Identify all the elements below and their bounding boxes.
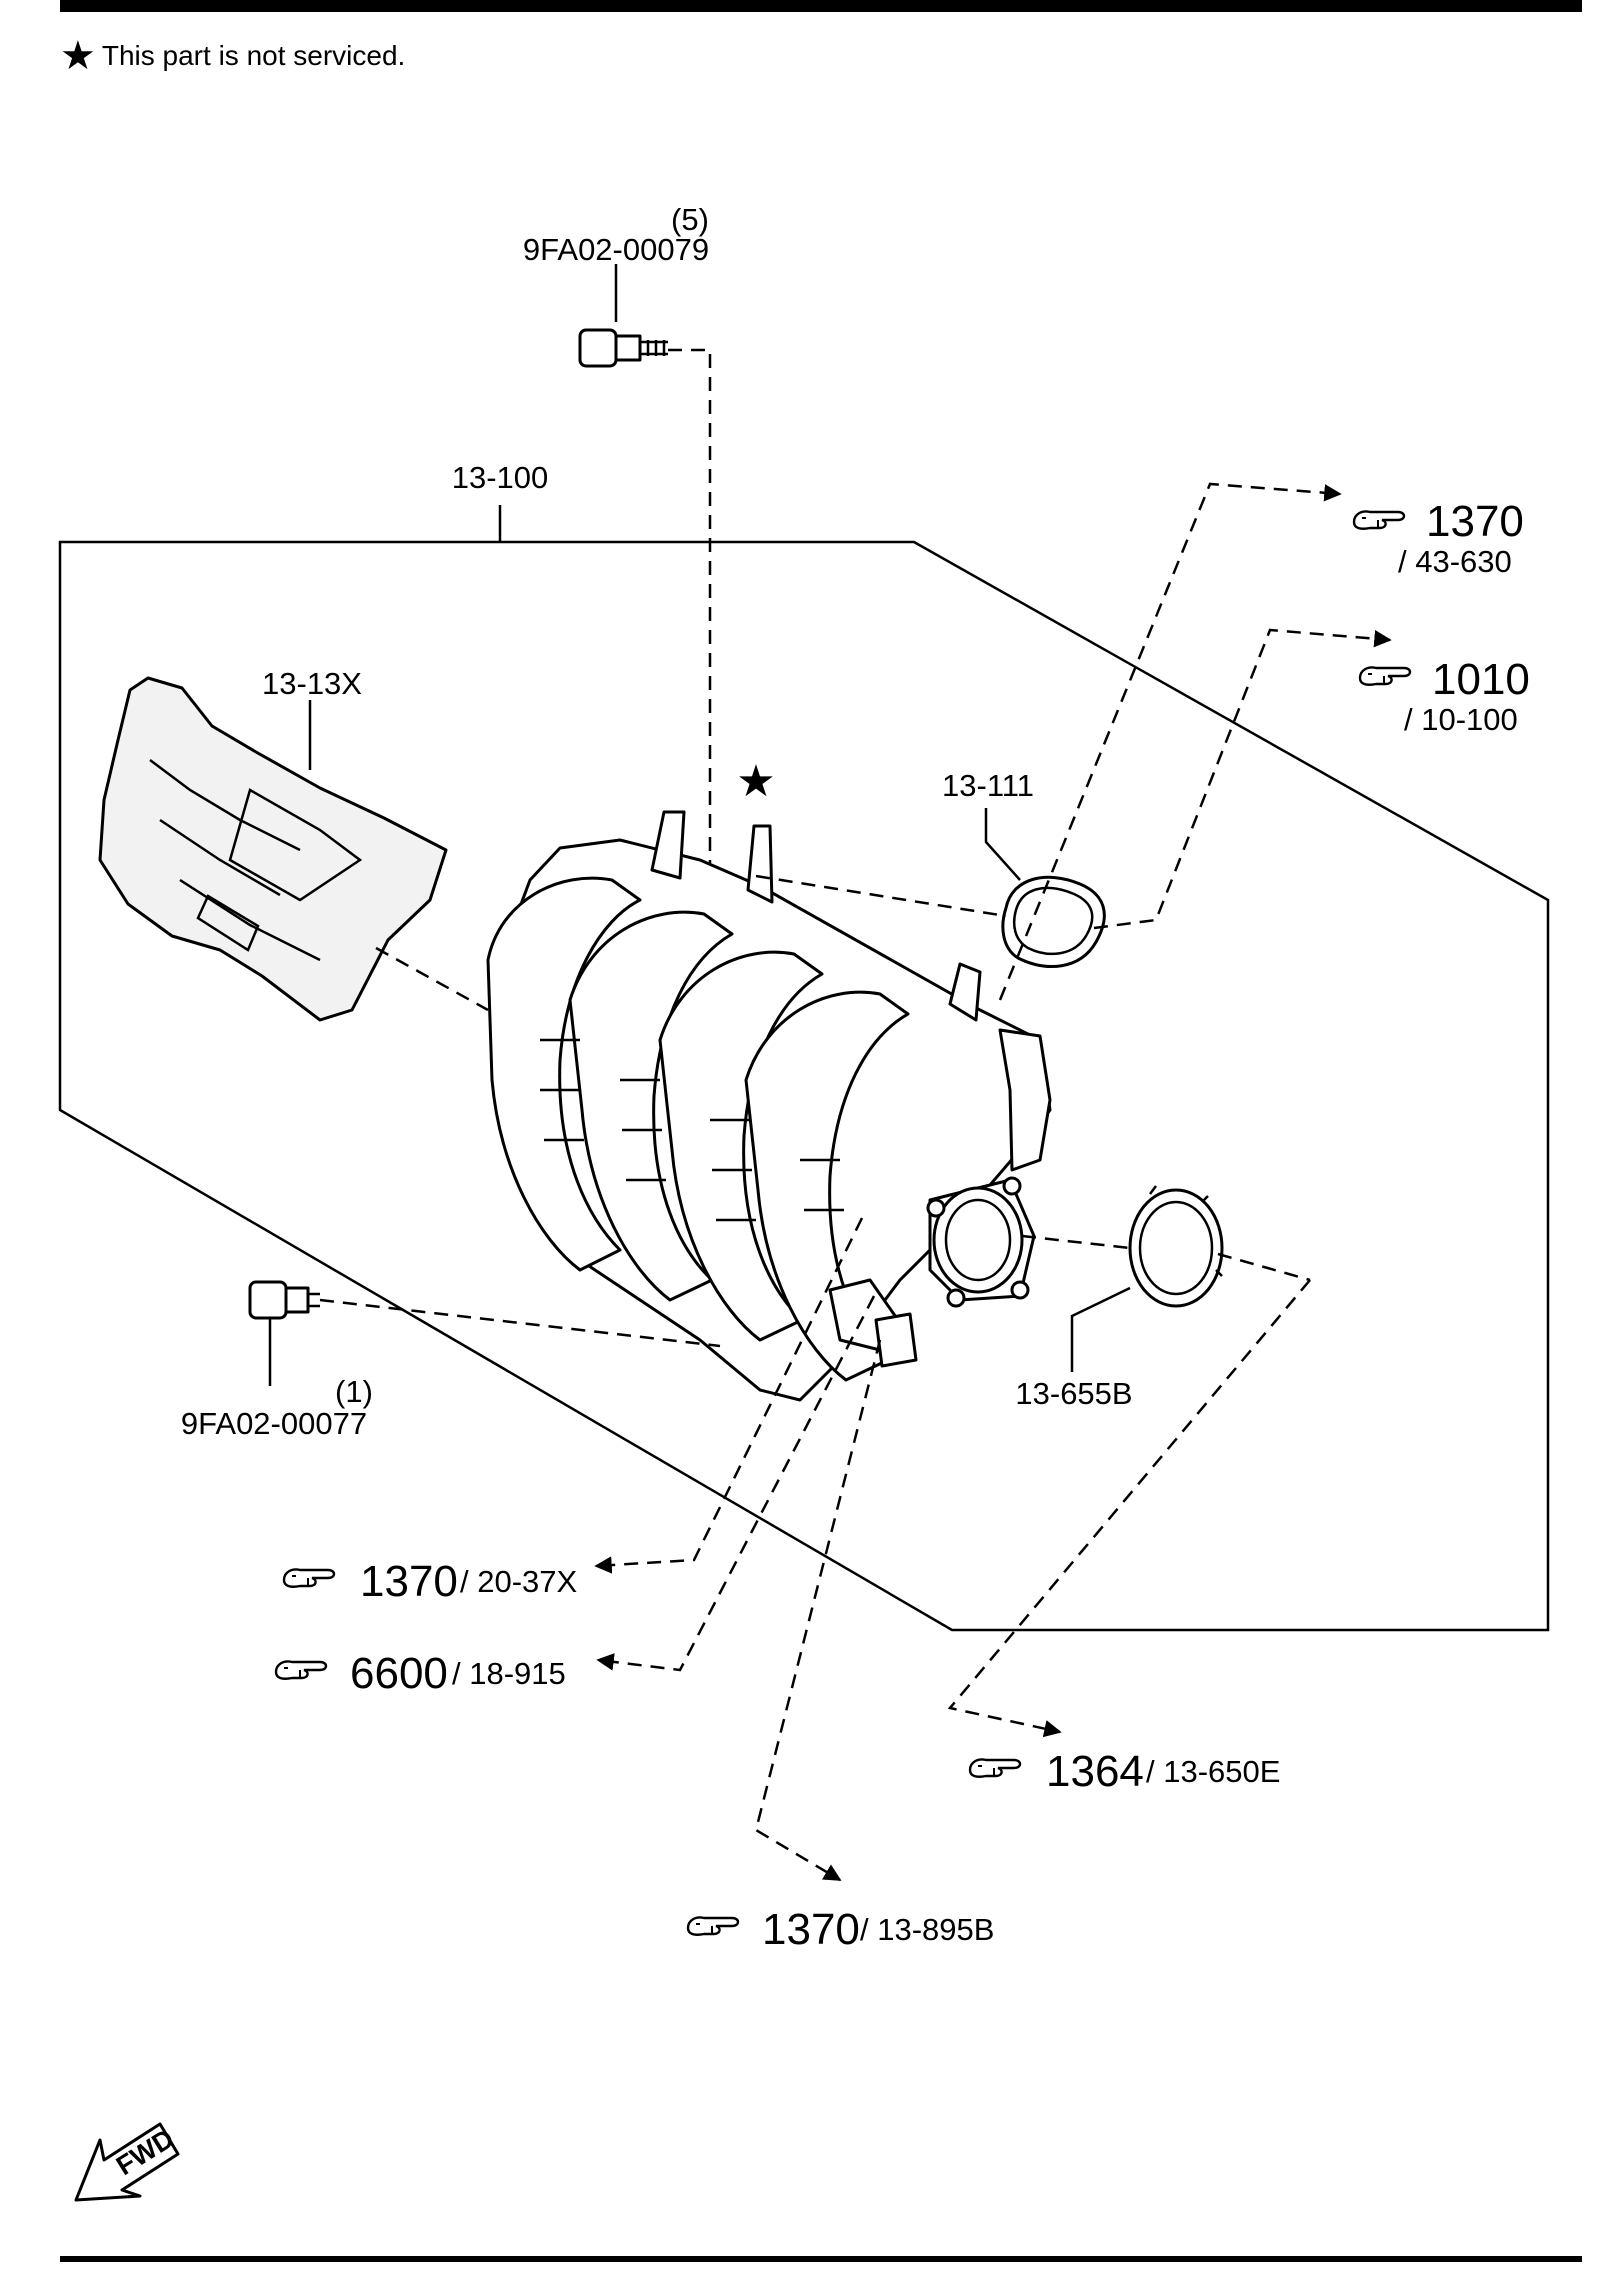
leader-throttle-dash-b: [1217, 1252, 1311, 1282]
svg-text:1370: 1370: [360, 1557, 458, 1606]
gasket-part-number: 13-111: [942, 768, 1034, 803]
reference-1370-20-37X: 1370 / 20-37X: [282, 1557, 578, 1606]
top-rule: [60, 0, 1582, 12]
reference-1370-43-630: 1370 / 43-630: [1352, 497, 1524, 579]
reference-1370-13-895B: 1370 / 13-895B: [686, 1905, 994, 1954]
svg-text:/ 18-915: / 18-915: [452, 1656, 566, 1691]
svg-text:6600: 6600: [350, 1649, 448, 1698]
reference-6600-18-915: 6600 / 18-915: [274, 1649, 566, 1698]
reference-1010-10-100: 1010 / 10-100: [1358, 655, 1530, 737]
leader-cover-dash: [375, 946, 489, 1012]
svg-text:/ 43-630: / 43-630: [1398, 544, 1512, 579]
throttle-gasket-part-number: 13-655B: [1015, 1376, 1132, 1411]
intake-manifold: [486, 810, 1052, 1402]
leader-ref-1010-10-100: [1093, 628, 1392, 930]
star-icon: ★: [60, 34, 96, 78]
svg-text:/ 13-895B: / 13-895B: [860, 1912, 994, 1947]
leader-ref-1370-13-895B: [754, 1339, 882, 1882]
pointing-hand-icon: [274, 1660, 328, 1680]
bolt-top-part-number: 9FA02-00079: [523, 232, 709, 267]
pointing-hand-icon: [282, 1568, 336, 1588]
leader-ref-1370-43-630: [998, 482, 1342, 1001]
pointing-hand-icon: [1358, 666, 1412, 686]
bolt-bottom: [248, 1280, 320, 1386]
svg-text:1370: 1370: [762, 1905, 860, 1954]
svg-text:/ 20-37X: / 20-37X: [460, 1564, 578, 1599]
manifold-assembly-outline: [58, 540, 1550, 1632]
pointing-hand-icon: [1352, 510, 1406, 530]
throttle-body: [926, 1176, 1036, 1308]
leader-ref-6600-18-915: [596, 1295, 876, 1672]
svg-text:/ 13-650E: / 13-650E: [1146, 1754, 1280, 1789]
leader-star-dash: [755, 874, 1007, 918]
svg-text:/ 10-100: / 10-100: [1404, 702, 1518, 737]
not-serviced-note: ★ This part is not serviced.: [60, 36, 405, 76]
leader-bolt-bottom: [319, 1298, 721, 1348]
note-text: This part is not serviced.: [101, 40, 406, 71]
pointing-hand-icon: [968, 1758, 1022, 1778]
manifold-gasket: [1001, 875, 1106, 968]
not-serviced-star-icon: ★: [736, 757, 775, 806]
svg-text:1364: 1364: [1046, 1747, 1144, 1796]
manifold-cover: [98, 676, 448, 1022]
svg-text:1010: 1010: [1432, 655, 1530, 704]
leader-ref-1370-20-37X: [594, 1217, 864, 1574]
bolt-bottom-quantity: (1): [335, 1374, 373, 1409]
bolt-top: [578, 264, 668, 368]
leader-ref-1364-13-650E: [947, 1279, 1311, 1738]
leader-throttle-gasket: [1070, 1286, 1131, 1372]
forward-arrow-icon: FWD: [74, 2122, 180, 2202]
leader-bolt-top: [668, 348, 712, 890]
reference-1364-13-650E: 1364 / 13-650E: [968, 1747, 1280, 1796]
bottom-rule: [60, 2256, 1582, 2262]
throttle-body-gasket: [1128, 1185, 1224, 1308]
svg-text:1370: 1370: [1426, 497, 1524, 546]
bolt-top-quantity: (5): [671, 202, 709, 237]
leader-throttle-dash-a: [1021, 1234, 1131, 1250]
cover-part-number: 13-13X: [262, 666, 362, 701]
pointing-hand-icon: [686, 1916, 740, 1936]
manifold-part-number: 13-100: [452, 460, 549, 495]
bolt-bottom-part-number: 9FA02-00077: [181, 1406, 367, 1441]
leader-gasket: [984, 808, 1021, 881]
